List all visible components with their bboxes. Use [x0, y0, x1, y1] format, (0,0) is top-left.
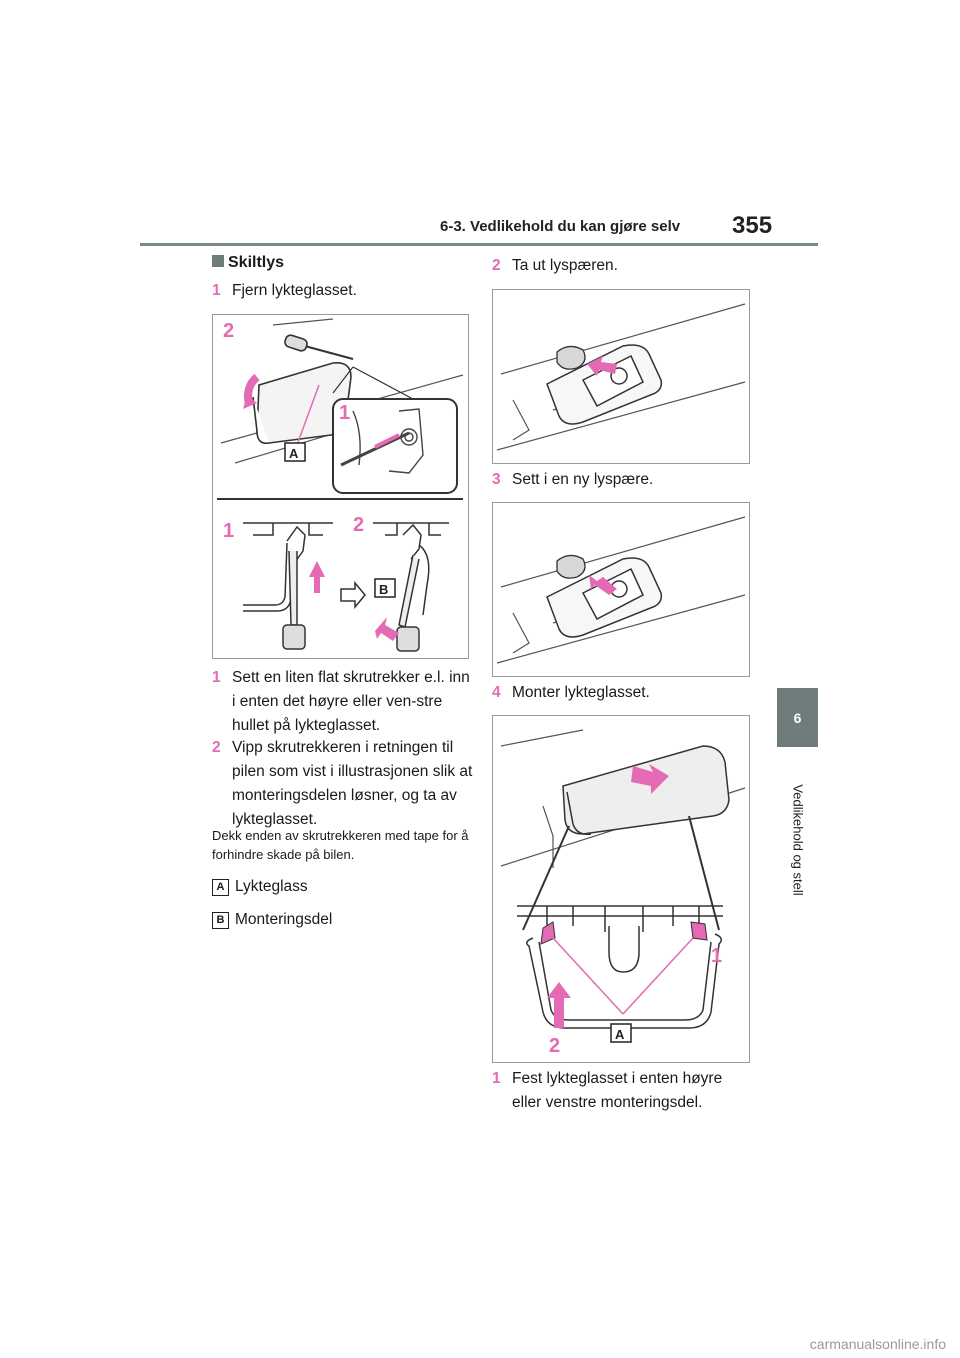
header-section-title: 6-3. Vedlikehold du kan gjøre selv: [440, 218, 681, 235]
legend-badge: B: [212, 912, 229, 929]
step-text: Sett i en ny lyspære.: [512, 471, 654, 488]
step-number: 1: [212, 282, 221, 299]
legend-label: Lykteglass: [235, 878, 308, 895]
figure-remove-lens: 2 1 A 1 2 B: [212, 314, 469, 659]
figure-remove-bulb: [492, 289, 750, 464]
step-2: 2 Ta ut lyspæren.: [492, 254, 752, 278]
step-number: 4: [492, 684, 501, 701]
step-number: 1: [212, 669, 221, 686]
substep-1-2: 2 Vipp skrutrekkeren i retningen til pil…: [212, 736, 474, 832]
fig4-label-2: 2: [549, 1035, 560, 1057]
figure-install-bulb-illustration: [496, 516, 746, 664]
substep-4-1: 1 Fest lykteglasset i enten høyre eller …: [492, 1067, 754, 1115]
fig1-label-2-top: 2: [223, 320, 234, 342]
chapter-tab: 6: [777, 688, 818, 747]
page-number: 355: [732, 212, 773, 239]
step-1: 1 Fjern lykteglasset.: [212, 279, 472, 303]
fig1-label-1-bottom: 1: [223, 520, 234, 542]
fig4-label-a: A: [615, 1027, 625, 1042]
figure-install-lens-illustration: 1 2 A: [500, 729, 746, 1057]
note-text: Dekk enden av skrutrekkeren med tape for…: [212, 828, 469, 862]
figure-remove-lens-illustration: 2 1 A 1 2 B: [217, 318, 464, 652]
fig4-label-1: 1: [711, 945, 722, 967]
step-text: Sett en liten flat skrutrekker e.l. inn …: [232, 669, 470, 734]
step-text: Fest lykteglasset i enten høyre eller ve…: [512, 1070, 723, 1111]
step-text: Monter lykteglasset.: [512, 684, 650, 701]
fig1-label-a: A: [289, 446, 299, 461]
step-number: 1: [492, 1070, 501, 1087]
chapter-side-label: Vedlikehold og stell: [768, 760, 828, 920]
chapter-title: Vedlikehold og stell: [790, 784, 806, 896]
substep-1-1: 1 Sett en liten flat skrutrekker e.l. in…: [212, 666, 474, 738]
step-4: 4 Monter lykteglasset.: [492, 681, 752, 705]
watermark: carmanualsonline.info: [809, 1336, 946, 1352]
figure-install-bulb: [492, 502, 750, 677]
figure-remove-bulb-illustration: [496, 303, 746, 451]
step-text: Ta ut lyspæren.: [512, 257, 618, 274]
fig1-label-1-callout: 1: [339, 402, 350, 424]
section-heading: Skiltlys: [212, 254, 284, 272]
fig1-label-2-bottom: 2: [353, 514, 364, 536]
legend-label: Monteringsdel: [235, 911, 333, 928]
legend-badge: A: [212, 879, 229, 896]
legend-item-b: B Monteringsdel: [212, 910, 332, 930]
step-3: 3 Sett i en ny lyspære.: [492, 468, 752, 492]
legend-item-a: A Lykteglass: [212, 877, 308, 897]
step-text: Fjern lykteglasset.: [232, 282, 357, 299]
step-number: 3: [492, 471, 501, 488]
step-text: Vipp skrutrekkeren i retningen til pilen…: [232, 739, 473, 828]
section-heading-text: Skiltlys: [228, 254, 285, 271]
step-number: 2: [212, 739, 221, 756]
heading-square-icon: [212, 255, 224, 267]
figure-install-lens: 1 2 A: [492, 715, 750, 1063]
step-number: 2: [492, 257, 501, 274]
fig1-label-b: B: [379, 582, 388, 597]
header-rule: [140, 243, 818, 246]
